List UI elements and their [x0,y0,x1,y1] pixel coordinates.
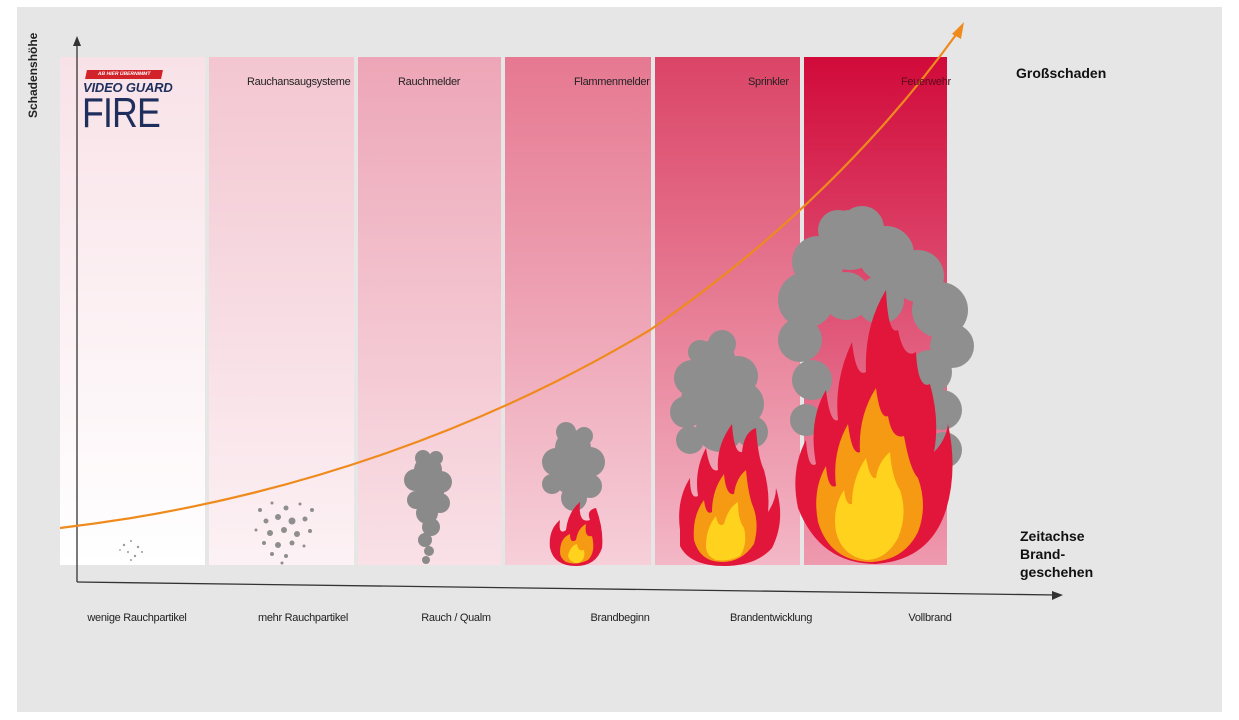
band-label-5: Sprinkler [748,76,789,88]
stage-label-6: Vollbrand [908,612,952,624]
y-axis-arrow [73,36,81,46]
x-axis-label-line-3: geschehen [1020,564,1094,580]
damage-curve [59,31,959,530]
full-fire-icon [778,206,974,564]
logo-brand-top: VIDEO GUARD [83,80,173,95]
band-label-2: Rauchansaugsysteme [247,76,351,88]
x-axis-label-line-2: Brand- [1020,546,1066,562]
stage-label-1: wenige Rauchpartikel [87,612,187,624]
x-axis-label: Zeitachse Brand- geschehen [1020,527,1093,581]
band-label-4: Flammenmelder [574,76,650,88]
x-axis [76,581,1058,596]
band-label-6: Feuerwehr [901,76,951,88]
logo-brand-main: FIRE [82,89,161,136]
top-right-label: Großschaden [1016,65,1107,81]
more-particles-icon [254,501,314,565]
fire-development-icon [670,330,781,566]
fire-start-icon [542,422,605,566]
stage-label-2: mehr Rauchpartikel [258,612,348,624]
band-label-3: Rauchmelder [398,76,461,88]
logo-badge: AB HIER ÜBERNIMMT [85,70,163,79]
stage-label-3: Rauch / Qualm [421,612,491,624]
y-axis-label: Schadenshöhe [26,32,40,118]
smoke-column-icon [404,450,452,564]
stage-label-4: Brandbeginn [590,612,650,624]
x-axis-label-line-1: Zeitachse [1020,528,1085,544]
band-2 [209,57,354,565]
stage-label-5: Brandentwicklung [729,612,813,624]
x-axis-arrow [1052,591,1063,600]
band-1 [60,57,205,565]
damage-curve-arrow [952,22,964,39]
few-particles-icon [119,540,143,561]
